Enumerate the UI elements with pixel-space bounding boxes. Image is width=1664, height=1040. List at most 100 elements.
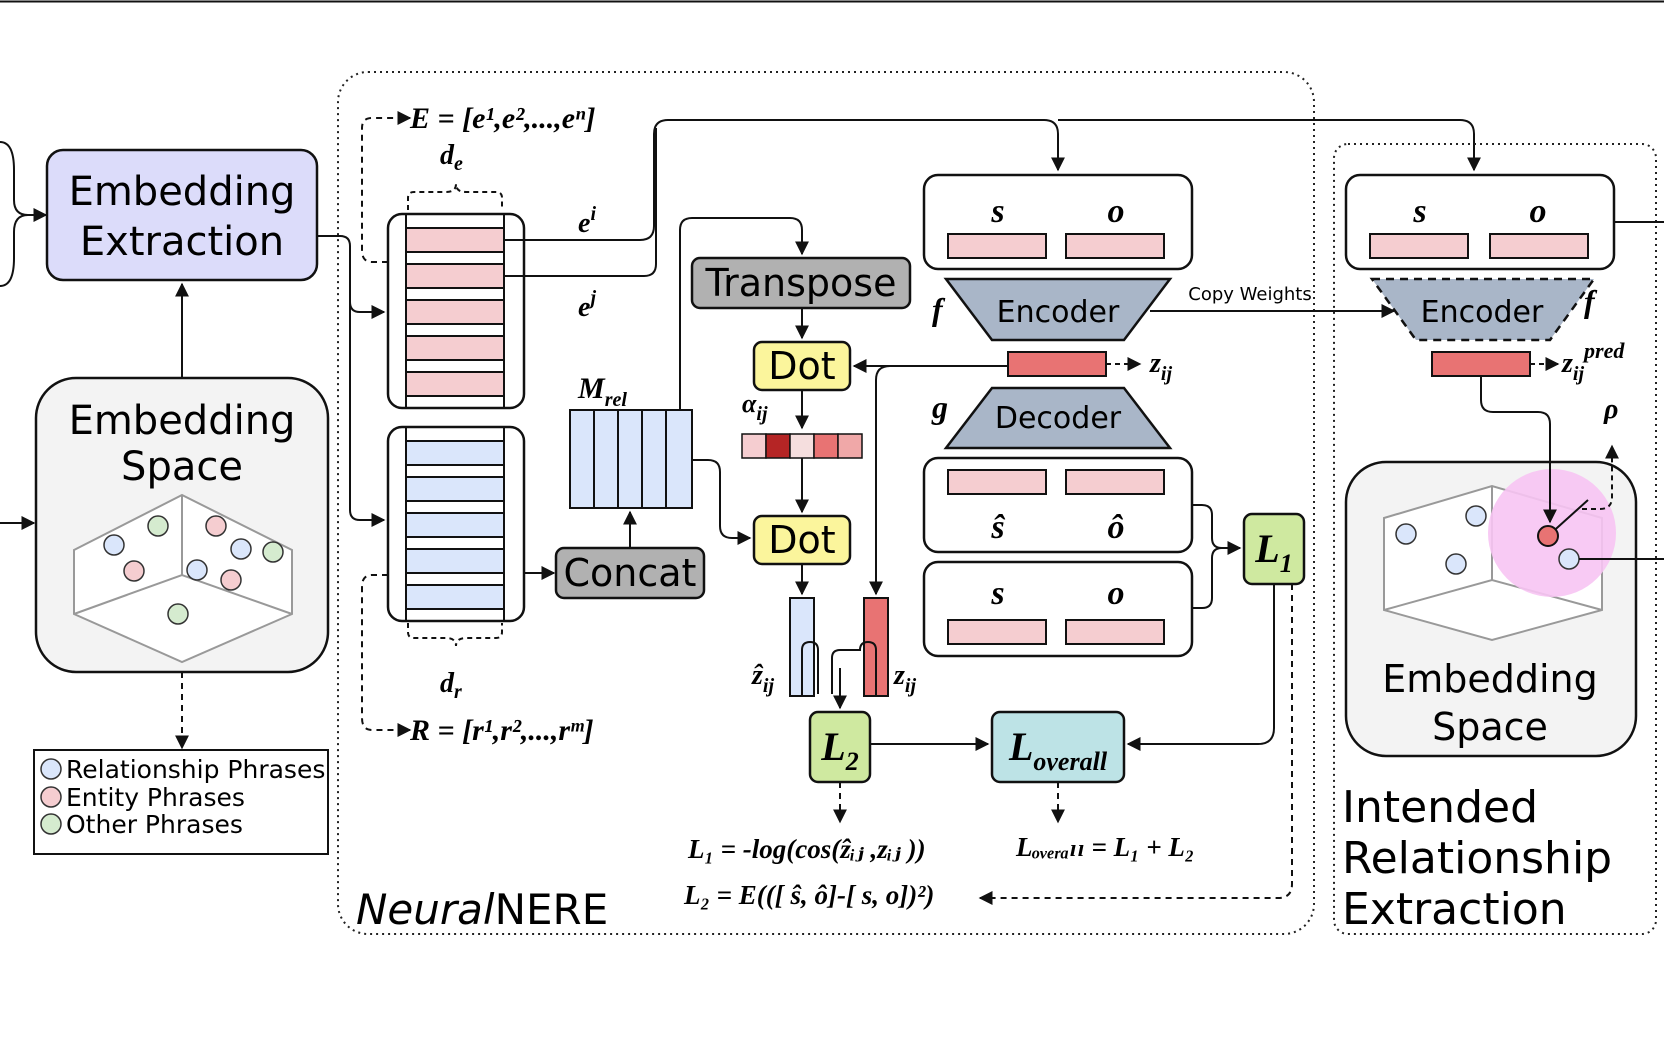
eq-loverall: Lₒᵥₑᵣₐₗₗ = L₁ + L₂ (1015, 832, 1194, 862)
neuralnere-panel (337, 71, 1315, 935)
entity-dot (205, 515, 227, 537)
alpha-vector (741, 433, 863, 459)
relationship-dot (230, 538, 252, 560)
dot2-box: Dot (752, 514, 852, 566)
dot1-box: Dot (752, 340, 852, 392)
legend-other-label: Other Phrases (66, 810, 243, 839)
other-dot (167, 603, 189, 625)
encoder-neuralnere: Encoder (943, 277, 1173, 342)
svg-text:Transpose: Transpose (705, 261, 897, 305)
legend-entity-label: Entity Phrases (66, 783, 245, 812)
dr-label: dr (440, 668, 462, 703)
mrel-label: Mrel (577, 372, 627, 411)
ei-label: ei (578, 203, 596, 239)
zhat-label: ẑij (751, 660, 774, 697)
relationship-dot (1465, 505, 1487, 527)
mrel-to-dot2-arrow (692, 459, 752, 545)
svg-text:s: s (1412, 193, 1426, 230)
legend-relationship-swatch (40, 758, 62, 780)
g-label: g (931, 389, 948, 425)
embedding-cube-left (73, 493, 293, 664)
mrel-to-transpose-arrow (679, 217, 809, 410)
extraction-to-entity-arrow (318, 235, 386, 319)
svg-text:Loverall: Loverall (1008, 724, 1108, 776)
svg-text:o: o (1530, 193, 1547, 230)
relation-embedding-matrix (386, 425, 526, 623)
relationship-dot (186, 559, 208, 581)
relationship-dot (103, 534, 125, 556)
svg-text:Encoder: Encoder (1421, 295, 1544, 330)
o-hat-label: ô (1108, 509, 1125, 546)
intended-f-label: f (1584, 283, 1598, 319)
z-label: zij (893, 660, 916, 697)
s-target-label: s (990, 575, 1004, 612)
e-formula: E = [e¹,e²,...,eⁿ] (409, 102, 595, 135)
legend: Relationship Phrases Entity Phrases Othe… (33, 749, 329, 855)
svg-text:Decoder: Decoder (995, 401, 1122, 436)
eq-l1: L₁ = -log(cos(ẑᵢⱼ ,zᵢⱼ )) (687, 834, 926, 864)
ej-label: ej (578, 287, 596, 323)
loverall-box: Loverall (990, 710, 1126, 784)
embedding-space-left: Embedding Space (34, 376, 330, 674)
copy-weights-label: Copy Weights (1188, 284, 1311, 305)
dr-brace (407, 623, 503, 647)
rho-arrow (1582, 444, 1619, 510)
relationship-dot (1445, 553, 1467, 575)
z-pred-to-space-arrow (1480, 376, 1557, 524)
o-target-label: o (1108, 575, 1125, 612)
z-output-vector (1007, 351, 1107, 377)
eq-l2: L₂ = E(([ ŝ, ô]-[ s, o])²) (683, 880, 934, 910)
l1-to-equation-arrow (978, 584, 1293, 905)
embedding-extraction-line2: Extraction (80, 219, 284, 265)
svg-text:Encoder: Encoder (997, 295, 1120, 330)
l1-box: L1 (1242, 512, 1306, 586)
extraction-to-relation-arrow (349, 302, 386, 527)
svg-text:L2: L2 (820, 724, 858, 776)
so-target-box: s o (922, 560, 1194, 658)
intended-panel (1333, 143, 1657, 935)
o-label: o (1108, 193, 1125, 230)
legend-other-swatch (40, 813, 62, 835)
concat-box: Concat (554, 546, 706, 600)
vectors-merge-lines (801, 640, 877, 696)
embedding-space-right-line1: Embedding (1382, 657, 1598, 701)
other-dot (147, 515, 169, 537)
embedding-space-right-line2: Space (1432, 705, 1548, 749)
de-brace (407, 183, 503, 210)
neuralnere-title: NeuralNERE (356, 885, 608, 934)
embedding-space-left-line2: Space (121, 444, 243, 490)
de-label: de (440, 140, 463, 175)
z-pred-point (1537, 525, 1559, 547)
intended-title-line3: Extraction (1342, 884, 1567, 935)
z-pred-label: zijpred (1561, 338, 1625, 385)
l2-box: L2 (808, 710, 872, 784)
intended-title-line1: Intended (1342, 782, 1538, 833)
entity-dot (220, 569, 242, 591)
r-formula-arrow (361, 574, 412, 737)
entity-embedding-matrix (386, 212, 526, 410)
svg-text:Dot: Dot (768, 344, 835, 388)
embedding-extraction-line1: Embedding (69, 169, 296, 215)
ei-to-encoder-arrow (504, 119, 1065, 241)
s-hat-label: ŝ (990, 509, 1005, 546)
transpose-box: Transpose (690, 256, 912, 310)
e-formula-arrow (361, 111, 412, 263)
embedding-space-left-line1: Embedding (69, 398, 296, 444)
z-pred-vector (1431, 351, 1531, 377)
legend-relationship-label: Relationship Phrases (66, 755, 325, 784)
encoder-intended: Encoder (1369, 277, 1597, 342)
ei-to-intended-encoder-arrow (1058, 119, 1481, 172)
decoder-neuralnere: Decoder (943, 386, 1173, 450)
ej-line (504, 128, 657, 277)
svg-text:Concat: Concat (564, 551, 697, 595)
rho-label: ρ (1603, 394, 1618, 425)
other-dot (262, 541, 284, 563)
mrel-matrix (569, 409, 693, 509)
z-output-label: zij (1149, 348, 1172, 385)
entity-dot (123, 560, 145, 582)
nearest-relationship-dot (1558, 548, 1580, 570)
so-input-box: s o (922, 173, 1194, 271)
relationship-dot (1395, 523, 1417, 545)
svg-text:L1: L1 (1254, 526, 1292, 578)
